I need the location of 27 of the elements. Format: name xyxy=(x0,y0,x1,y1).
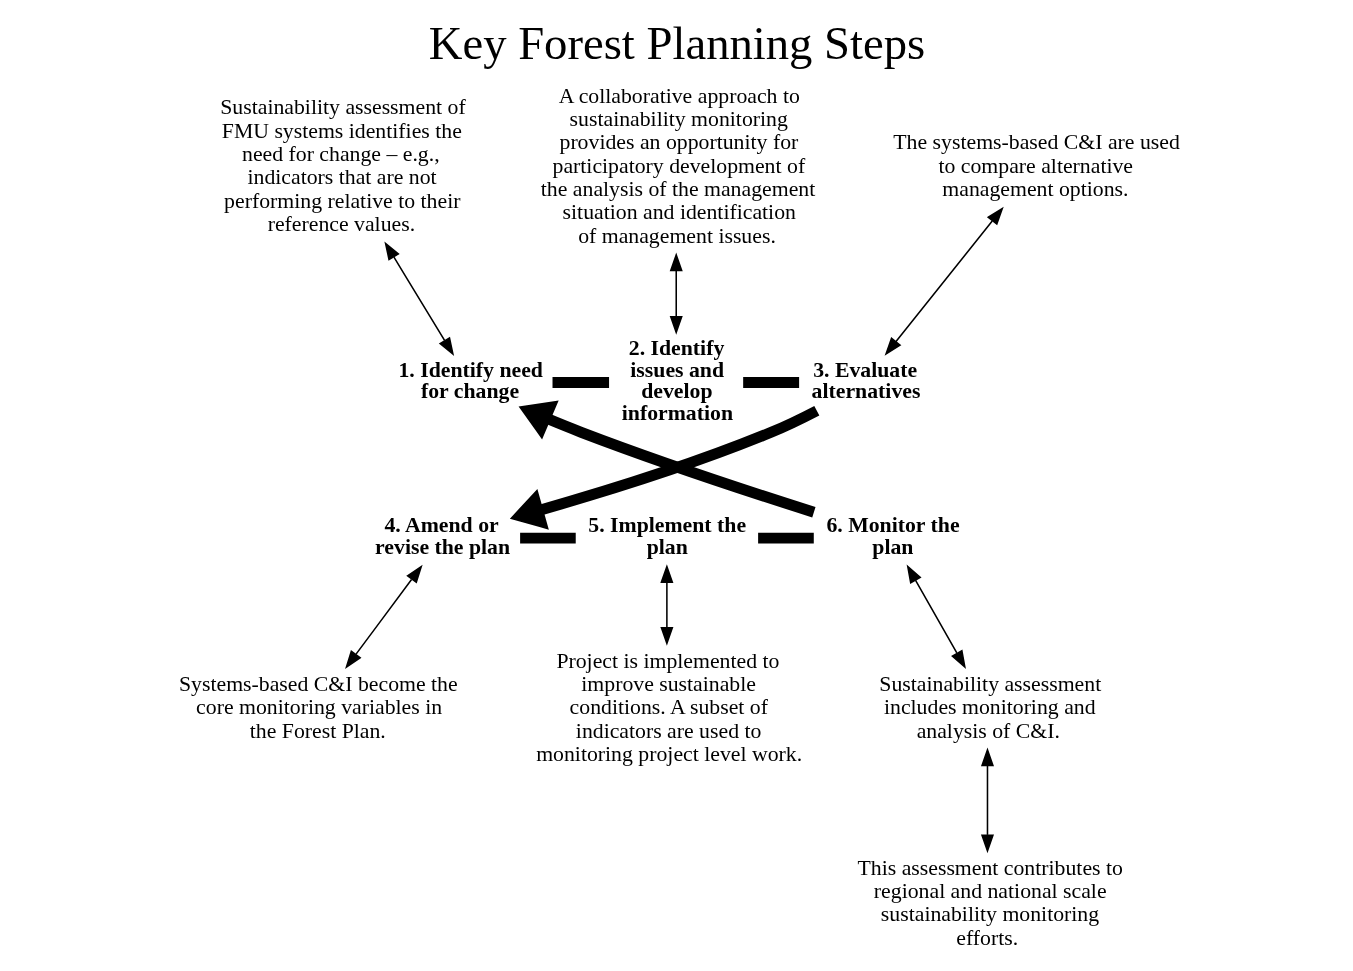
node-text: This assessment contributes to regional and national scale sustainability monitoring efforts. xyxy=(857,855,1123,950)
node-text: 2. Identify issues and develop information xyxy=(621,335,733,425)
arrow xyxy=(509,405,819,530)
arrow xyxy=(383,240,454,356)
node-text: Sustainability assessment of FMU systems identifies the need for change – e.g., indicators that are not performing relative to their reference values. xyxy=(219,94,466,236)
node-text: A collaborative approach to sustainability monitoring provides an opportunity for participatory development of the analysis of the management situation and identification of management issues. xyxy=(540,83,815,248)
node-text: Project is implemented to improve sustainable conditions. A subset of indicators are used to monitoring project level work. xyxy=(535,648,802,766)
node-text: The systems-based C&I are used to compare alternative management options. xyxy=(892,129,1180,201)
arrow xyxy=(906,564,966,669)
arrow xyxy=(669,252,683,335)
connector xyxy=(757,532,814,544)
node-text: 4. Amend or revise the plan xyxy=(374,512,510,559)
arrow xyxy=(344,564,423,669)
node-text: 1. Identify need for change xyxy=(397,357,543,403)
node-text: Sustainability assessment includes monitoring and analysis of C&I. xyxy=(878,671,1101,743)
node-text: 6. Monitor the plan xyxy=(825,512,960,559)
connector xyxy=(742,376,799,388)
arrow xyxy=(659,563,673,646)
node-text: Systems-based C&I become the core monitoring variables in the Forest Plan. xyxy=(178,671,458,743)
node-text: 3. Evaluate alternatives xyxy=(811,357,920,403)
arrow xyxy=(980,747,994,853)
diagram-title: Key Forest Planning Steps xyxy=(428,16,925,69)
arrow xyxy=(884,206,1004,356)
connector xyxy=(552,376,609,388)
connector xyxy=(519,532,576,544)
arrow xyxy=(518,400,816,517)
node-text: 5. Implement the plan xyxy=(587,512,746,559)
